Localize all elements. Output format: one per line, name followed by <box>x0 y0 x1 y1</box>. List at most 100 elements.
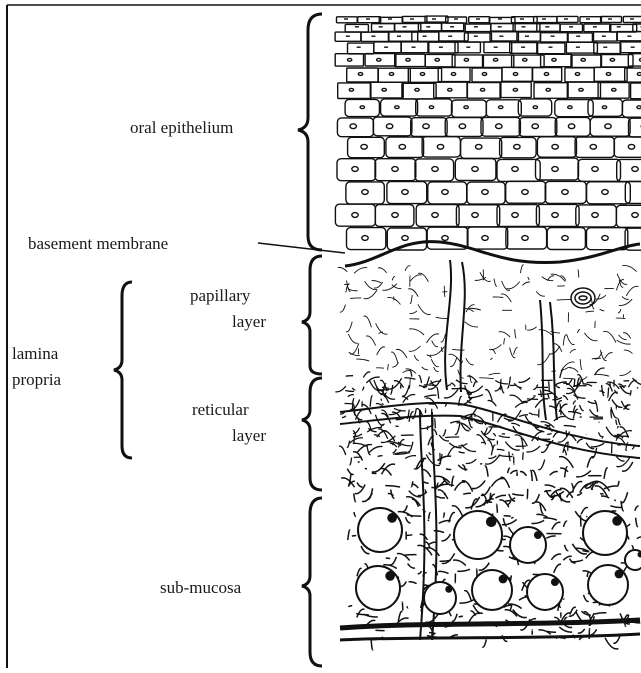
connective-fiber <box>573 401 576 404</box>
connective-fiber <box>350 438 363 443</box>
connective-fiber <box>450 357 457 366</box>
connective-fiber <box>352 536 356 537</box>
connective-fiber <box>390 557 397 565</box>
connective-fiber <box>563 598 564 599</box>
connective-fiber <box>553 344 562 352</box>
connective-fiber <box>465 322 478 327</box>
connective-fiber <box>508 604 522 609</box>
connective-fiber <box>600 309 605 311</box>
connective-fiber <box>381 399 382 401</box>
connective-fiber <box>612 442 613 453</box>
connective-fiber <box>493 297 504 298</box>
connective-fiber <box>449 354 461 362</box>
fat-cell-nucleus <box>387 513 397 523</box>
connective-fiber <box>434 367 439 372</box>
connective-fiber <box>637 537 641 539</box>
connective-fiber <box>485 466 488 477</box>
connective-fiber <box>587 572 589 577</box>
connective-fiber <box>610 382 611 387</box>
muscle-band <box>340 620 640 628</box>
connective-fiber <box>346 322 352 332</box>
oral-epithelium-region <box>335 14 641 266</box>
connective-fiber <box>512 454 513 455</box>
connective-fiber <box>370 396 372 407</box>
connective-fiber <box>371 639 373 650</box>
connective-fiber <box>567 334 575 345</box>
connective-fiber <box>350 298 361 299</box>
connective-fiber <box>445 437 459 438</box>
connective-fiber <box>527 399 538 400</box>
connective-fiber <box>435 419 436 429</box>
fat-cell-nucleus <box>486 517 497 528</box>
connective-fiber <box>560 276 566 281</box>
connective-fiber <box>374 282 383 288</box>
connective-fiber <box>522 282 530 285</box>
connective-fiber <box>499 436 510 438</box>
connective-fiber <box>411 481 413 486</box>
connective-fiber <box>429 513 431 519</box>
connective-fiber <box>494 279 497 287</box>
connective-fiber <box>441 334 446 342</box>
connective-fiber <box>468 386 483 393</box>
connective-fiber <box>382 404 384 405</box>
connective-fiber <box>617 274 627 285</box>
connective-fiber <box>540 390 541 397</box>
connective-fiber <box>578 629 585 633</box>
connective-fiber <box>510 395 524 404</box>
connective-fiber <box>350 343 359 354</box>
connective-fiber <box>617 426 618 428</box>
connective-fiber <box>356 614 369 615</box>
connective-fiber <box>479 378 494 379</box>
connective-fiber <box>369 446 382 452</box>
connective-fiber <box>443 512 444 517</box>
connective-fiber <box>602 385 605 395</box>
brace-lamina-propria <box>114 282 132 458</box>
connective-fiber <box>377 347 385 355</box>
label-papillary-line2: layer <box>232 310 266 334</box>
connective-fiber <box>507 377 510 388</box>
connective-fiber <box>557 300 572 301</box>
connective-fiber <box>466 459 476 463</box>
connective-fiber <box>541 442 550 453</box>
connective-fiber <box>556 385 560 387</box>
sub-mucosa-fat-cells <box>356 508 641 614</box>
connective-fiber <box>388 364 389 370</box>
connective-fiber <box>419 376 422 384</box>
connective-fiber <box>497 449 505 450</box>
connective-fiber <box>508 468 510 473</box>
connective-fiber <box>378 456 383 457</box>
connective-fiber <box>414 355 419 360</box>
connective-fiber <box>347 441 350 448</box>
connective-fiber <box>536 291 545 296</box>
connective-fiber <box>615 500 616 501</box>
connective-fiber <box>452 349 464 350</box>
connective-fiber <box>532 619 536 620</box>
connective-fiber <box>452 506 463 516</box>
brace-sub-mucosa <box>302 498 322 666</box>
label-lamina-line1: lamina <box>12 342 58 366</box>
connective-fiber <box>570 559 576 563</box>
connective-fiber <box>466 358 474 365</box>
connective-fiber <box>406 535 412 536</box>
connective-fiber <box>580 417 582 418</box>
connective-fiber <box>550 471 558 475</box>
connective-fiber <box>489 456 497 459</box>
connective-fiber <box>491 478 503 486</box>
connective-fiber <box>429 452 432 454</box>
connective-fiber <box>410 275 421 281</box>
connective-fiber <box>610 506 622 508</box>
connective-fiber <box>418 304 431 314</box>
connective-fiber <box>617 340 631 344</box>
connective-fiber <box>405 266 410 271</box>
connective-fiber <box>580 359 582 369</box>
connective-fiber <box>409 346 421 351</box>
connective-fiber <box>622 296 629 299</box>
brace-reticular <box>302 378 322 490</box>
connective-fiber <box>612 400 623 408</box>
connective-fiber <box>488 400 497 406</box>
connective-fiber <box>388 378 402 389</box>
connective-fiber <box>490 358 492 360</box>
connective-fiber <box>489 493 491 502</box>
connective-fiber <box>504 338 505 344</box>
connective-fiber <box>624 350 633 354</box>
